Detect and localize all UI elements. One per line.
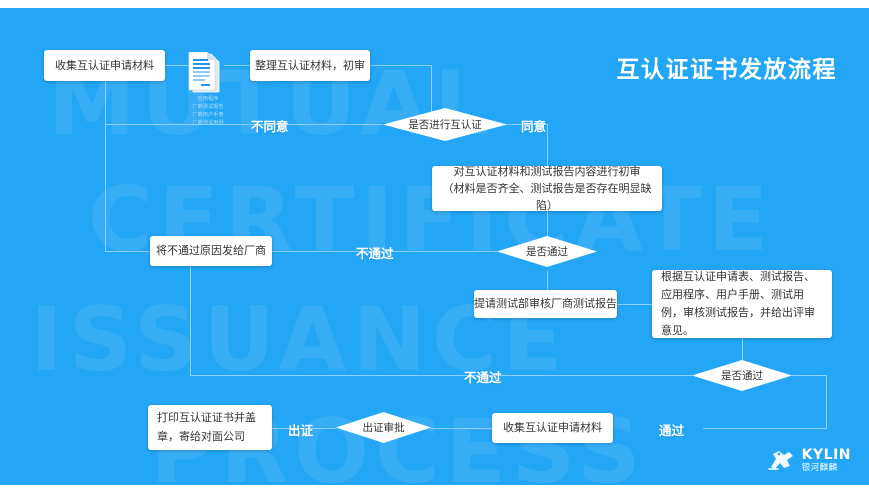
kylin-logo-text: KYLIN 银河麒麟 — [802, 448, 851, 473]
edge-label-agree: 同意 — [521, 119, 547, 134]
edge-label-pass: 通过 — [659, 423, 685, 438]
node-print-and-mail[interactable]: 打印互认证证书并盖章，寄给对面公司 — [148, 405, 272, 450]
decision-mutual-cert[interactable]: 是否进行互认证 — [383, 108, 507, 141]
node-review-detail[interactable]: 根据互认证申请表、测试报告、应用程序、用户手册、测试用例，审核测试报告，并给出评… — [652, 270, 832, 338]
connector-agree-down — [547, 124, 548, 166]
edge-label-issue-cert: 出证 — [288, 423, 314, 438]
document-icon-caption: 应用程序 厂商测试报告 厂商用户手册 厂商测试用例 — [192, 96, 224, 127]
decision-pass-2[interactable]: 是否通过 — [692, 360, 792, 391]
edge-label-fail-1: 不通过 — [356, 246, 394, 261]
kylin-logo-en: KYLIN — [801, 446, 851, 463]
kylin-logo-icon — [767, 447, 797, 473]
node-request-test-dept-label: 提请测试部审核厂商测试报告 — [474, 297, 617, 311]
connector-organize-right — [370, 65, 432, 66]
node-request-test-dept[interactable]: 提请测试部审核厂商测试报告 — [474, 290, 617, 318]
edge-label-disagree: 不同意 — [251, 119, 289, 134]
flowchart-canvas: MUTUAL CERTIFICATE ISSUANCE PROCESS 互认证证… — [0, 8, 869, 485]
connector-pass2-down — [826, 375, 827, 428]
decision-cert-approval-label: 出证审批 — [362, 422, 405, 434]
connector-failbox-left-up — [105, 124, 106, 251]
node-preliminary-review-label: 对互认证材料和测试报告内容进行初审 （材料是否齐全、测试报告是否存在明显缺陷） — [442, 164, 652, 213]
kylin-logo-cn: 银河麒麟 — [801, 462, 838, 473]
node-collect-materials[interactable]: 收集互认证申请材料 — [44, 50, 165, 81]
connector-pass1-down — [547, 271, 548, 290]
connector-failbox-left — [105, 251, 150, 252]
node-organize-materials-label: 整理互认证材料，初审 — [255, 58, 365, 72]
node-collect-materials-2[interactable]: 收集互认证申请材料 — [492, 413, 613, 443]
decision-pass-1[interactable]: 是否通过 — [497, 236, 597, 267]
connector-disagree-up — [105, 74, 106, 124]
connector-fail2-left — [190, 375, 692, 376]
page-title: 互认证证书发放流程 — [616, 57, 837, 83]
node-organize-materials[interactable]: 整理互认证材料，初审 — [250, 50, 370, 81]
node-collect-materials-2-label: 收集互认证申请材料 — [503, 421, 602, 435]
edge-label-fail-2: 不通过 — [464, 370, 502, 385]
decision-mutual-cert-label: 是否进行互认证 — [408, 119, 482, 131]
node-print-and-mail-label: 打印互认证证书并盖章，寄给对面公司 — [157, 410, 256, 443]
connector-pass2-right — [792, 375, 827, 376]
decision-pass-1-label: 是否通过 — [526, 246, 568, 258]
node-collect-materials-label: 收集互认证申请材料 — [55, 58, 154, 72]
connector-pass2-to-collect2 — [703, 428, 827, 429]
node-send-fail-reason-label: 将不通过原因发给厂商 — [156, 244, 266, 258]
connector-collect-to-doc — [165, 65, 189, 66]
document-icon — [187, 51, 225, 94]
connector-doc-to-organize — [224, 65, 250, 66]
node-send-fail-reason[interactable]: 将不通过原因发给厂商 — [150, 236, 272, 266]
decision-cert-approval[interactable]: 出证审批 — [336, 412, 431, 443]
decision-pass-2-label: 是否通过 — [721, 370, 763, 382]
connector-fail2-up — [190, 251, 191, 375]
node-preliminary-review[interactable]: 对互认证材料和测试报告内容进行初审 （材料是否齐全、测试报告是否存在明显缺陷） — [432, 164, 662, 213]
node-review-detail-label: 根据互认证申请表、测试报告、应用程序、用户手册、测试用例，审核测试报告，并给出评… — [661, 269, 815, 338]
connector-req-to-detail — [617, 304, 652, 305]
kylin-logo: KYLIN 银河麒麟 — [767, 447, 851, 473]
